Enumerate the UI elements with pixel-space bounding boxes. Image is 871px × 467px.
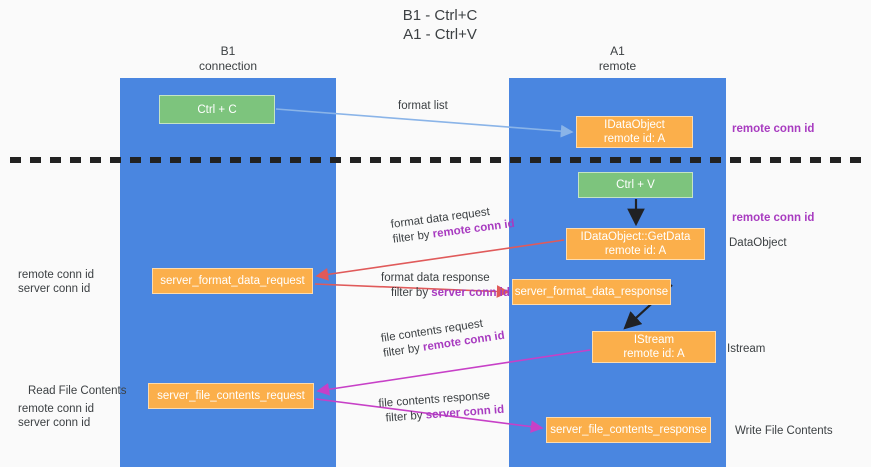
annotation-left-conn-ids-bottom: remote conn id server conn id xyxy=(18,402,94,430)
node-server-file-contents-response[interactable]: server_file_contents_response xyxy=(546,417,711,443)
annotation-istream: Istream xyxy=(727,343,766,355)
node-istream-label: IStream xyxy=(633,334,675,346)
lane-title-b1-line1: B1 xyxy=(220,44,236,58)
annotation-read-file-contents: Read File Contents xyxy=(28,385,127,397)
node-idataobject-sublabel: remote id: A xyxy=(603,133,666,145)
annotation-remote-conn-id-mid: remote conn id xyxy=(732,212,815,224)
filter-by-prefix: filter by xyxy=(392,228,434,246)
server-conn-id-highlight: server conn id xyxy=(431,287,510,299)
annotation-dataobject: DataObject xyxy=(729,237,787,249)
node-idataobject-getdata[interactable]: IDataObject::GetData remote id: A xyxy=(566,228,705,260)
edge-label-format-list: format list xyxy=(398,99,448,114)
node-server-file-contents-response-label: server_file_contents_response xyxy=(550,424,707,436)
node-server-format-data-request-label: server_format_data_request xyxy=(160,275,305,287)
page-title: B1 - Ctrl+C A1 - Ctrl+V xyxy=(402,7,478,43)
node-ctrl-v[interactable]: Ctrl + V xyxy=(578,172,693,198)
lane-title-a1-line2: remote xyxy=(598,59,637,73)
edge-label-format-data-request: format data request filter by remote con… xyxy=(390,202,516,248)
filter-by-prefix: filter by xyxy=(391,287,432,299)
node-server-file-contents-request[interactable]: server_file_contents_request xyxy=(148,383,314,409)
node-server-format-data-request[interactable]: server_format_data_request xyxy=(152,268,313,294)
node-idataobject[interactable]: IDataObject remote id: A xyxy=(576,116,693,148)
lane-title-a1: A1 remote xyxy=(509,44,726,74)
edge-label-format-data-response-line1: format data response xyxy=(381,272,490,284)
filter-by-prefix: filter by xyxy=(385,409,427,425)
node-getdata-sublabel: remote id: A xyxy=(604,245,667,257)
node-server-format-data-response-label: server_format_data_response xyxy=(514,286,669,298)
annotation-remote-conn-id-top: remote conn id xyxy=(732,123,815,135)
node-ctrl-c-label: Ctrl + C xyxy=(197,103,237,116)
node-ctrl-v-label: Ctrl + V xyxy=(616,179,655,191)
annotation-server-conn-id-left-mid: server conn id xyxy=(18,283,91,295)
lane-title-b1-line2: connection xyxy=(198,59,258,73)
node-server-format-data-response[interactable]: server_format_data_response xyxy=(512,279,671,305)
annotation-remote-conn-id-left-mid: remote conn id xyxy=(18,269,95,281)
annotation-write-file-contents: Write File Contents xyxy=(735,425,833,437)
node-istream-sublabel: remote id: A xyxy=(623,348,685,360)
edge-label-format-data-response-line2: filter by server conn id xyxy=(381,286,510,301)
annotation-remote-conn-id-left-bottom: remote conn id xyxy=(18,403,95,415)
node-server-file-contents-request-label: server_file_contents_request xyxy=(157,390,305,402)
node-istream[interactable]: IStream remote id: A xyxy=(592,331,716,363)
lane-title-a1-line1: A1 xyxy=(610,44,625,58)
edge-label-format-data-response: format data response filter by server co… xyxy=(381,271,510,301)
node-ctrl-c[interactable]: Ctrl + C xyxy=(159,95,275,124)
annotation-left-conn-ids-mid: remote conn id server conn id xyxy=(18,268,94,296)
annotation-server-conn-id-left-bottom: server conn id xyxy=(18,417,91,429)
edge-label-file-contents-request: file contents request filter by remote c… xyxy=(380,314,506,362)
lane-title-b1: B1 connection xyxy=(120,44,336,74)
edge-label-file-contents-response: file contents response filter by server … xyxy=(378,388,505,427)
edge-label-format-list-text: format list xyxy=(398,100,448,112)
node-getdata-label: IDataObject::GetData xyxy=(580,231,691,243)
node-idataobject-label: IDataObject xyxy=(604,119,665,131)
